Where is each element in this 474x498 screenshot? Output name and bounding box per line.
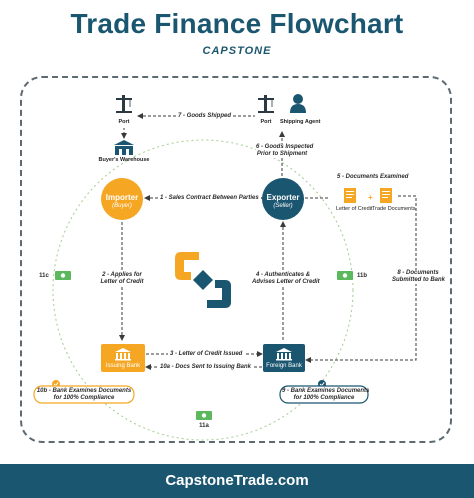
trade-documents-label: Trade Documents — [372, 206, 416, 212]
foreign-bank-label: Foreign Bank — [266, 363, 302, 369]
port-right-label: Port — [260, 119, 272, 125]
warehouse-icon — [114, 140, 134, 155]
step6-label-1: 6 - Goods Inspected — [256, 144, 314, 151]
step4-label-2: Advises Letter of Credit — [252, 279, 320, 286]
step10b-label-1: 10b - Bank Examines Documents — [36, 388, 132, 394]
importer-sub: (Buyer) — [112, 203, 132, 209]
shipping-agent-icon — [290, 94, 306, 113]
step5-label: 5 - Documents Examined — [337, 174, 409, 180]
step4-label-1: 4 - Authenticates & — [252, 272, 314, 279]
importer-label: Importer — [105, 193, 139, 202]
letter-of-credit-label: Letter of Credit — [336, 206, 373, 212]
capstone-logo-icon — [175, 252, 231, 308]
money-icon-11c — [55, 271, 71, 280]
warehouse-label: Buyer's Warehouse — [98, 157, 150, 163]
trade-documents-icon — [380, 188, 392, 203]
issuing-bank-label: Issuing Bank — [105, 363, 141, 369]
step8-label-2: Submitted to Bank — [392, 277, 446, 284]
footer-link[interactable]: CapstoneTrade.com — [165, 472, 309, 489]
port-left-label: Port — [118, 119, 130, 125]
step2-label-2: Letter of Credit — [98, 279, 146, 286]
bank-icon-left — [115, 348, 131, 361]
diagram-frame — [20, 76, 452, 443]
plus-icon: + — [368, 193, 373, 202]
letter-of-credit-icon — [344, 188, 356, 203]
step8-label-1: 8 - Documents — [392, 270, 444, 277]
step11b-label: 11b — [356, 273, 367, 279]
money-icon-11a — [196, 411, 212, 420]
page-title: Trade Finance Flowchart — [70, 8, 404, 39]
brand-logo-text: CAPSTONE — [202, 45, 272, 57]
step6-label-2: Prior to Shipment — [256, 151, 308, 158]
step11c-label: 11c — [39, 273, 49, 279]
step10a-label: 10a - Docs Sent to Issuing Bank — [158, 364, 254, 371]
step11a-label: 11a — [199, 423, 209, 429]
step10b-label-2: for 100% Compliance — [53, 395, 115, 401]
exporter-node — [262, 178, 304, 220]
step9-label-2: for 100% Compliance — [293, 395, 355, 401]
exporter-label: Exporter — [266, 193, 300, 202]
step7-label: 7 - Goods Shipped — [176, 113, 234, 120]
step10b-box — [33, 385, 135, 404]
port-crane-icon-left — [116, 95, 132, 113]
money-icon-11b — [337, 271, 353, 280]
port-crane-icon-right — [258, 95, 274, 113]
shipping-agent-label: Shipping Agent — [280, 119, 321, 125]
importer-node — [101, 178, 143, 220]
issuing-bank-node — [101, 344, 145, 372]
step2-label-1: 2 - Applies for — [98, 272, 146, 279]
step9-box — [279, 385, 369, 404]
step3-label: 3 - Letter of Credit Issued — [168, 351, 245, 358]
money-flow-circle — [52, 139, 354, 441]
bank-icon-right — [276, 348, 292, 361]
exporter-sub: (Seller) — [273, 203, 293, 209]
footer-bar — [0, 464, 474, 498]
step1-label: 1 - Sales Contract Between Parties — [158, 195, 261, 202]
step9-label-1: 9 - Bank Examines Documents — [282, 388, 370, 394]
foreign-bank-node — [263, 344, 305, 372]
